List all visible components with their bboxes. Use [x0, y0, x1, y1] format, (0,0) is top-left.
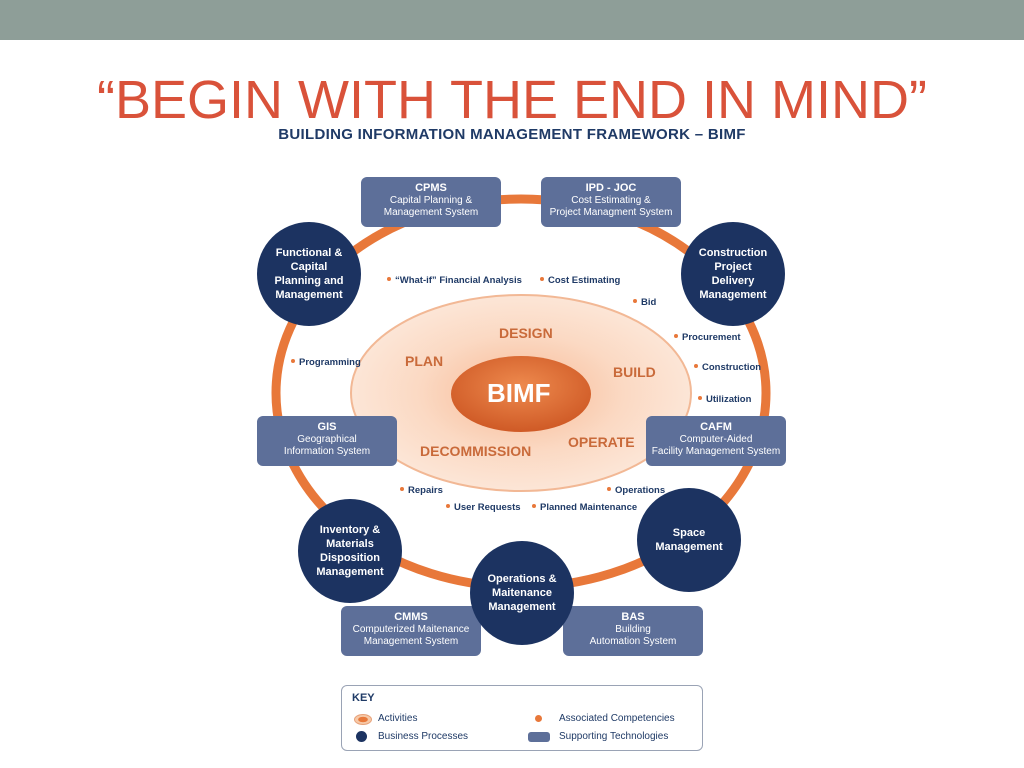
competency-planned-maintenance: Planned Maintenance	[532, 502, 637, 513]
activities-swatch-icon	[354, 714, 372, 725]
competency-dot-icon	[400, 487, 404, 492]
competency-construction-label: Construction	[702, 362, 762, 373]
top-banner	[0, 0, 1024, 40]
competency-dot-icon	[674, 334, 678, 339]
tech-cafm-name: CAFM	[700, 421, 732, 433]
competency-repairs: Repairs	[400, 485, 443, 496]
tech-bas-desc: Building Automation System	[589, 624, 677, 647]
process-inventory-materials-disposition: Inventory & Materials Disposition Manage…	[298, 499, 402, 603]
tech-cafm: CAFM Computer-Aided Facility Management …	[646, 416, 786, 466]
tech-cmms-desc: Computerized Maitenance Management Syste…	[352, 624, 470, 647]
bimf-core	[451, 356, 591, 432]
tech-ipd-joc: IPD - JOC Cost Estimating & Project Mana…	[541, 177, 681, 227]
phase-build: BUILD	[613, 364, 656, 380]
process-construction-project-delivery: Construction Project Delivery Management	[681, 222, 785, 326]
competency-programming-label: Programming	[299, 357, 361, 368]
competency-cost-estimating: Cost Estimating	[540, 275, 620, 286]
legend-competencies: Associated Competencies	[559, 713, 675, 724]
tech-cafm-desc: Computer-Aided Facility Management Syste…	[651, 434, 781, 457]
competency-dot-icon	[633, 299, 637, 304]
phase-plan: PLAN	[405, 353, 444, 369]
competency-operations: Operations	[607, 485, 665, 496]
tech-cpms-desc: Capital Planning & Management System	[383, 195, 479, 218]
competency-dot-icon	[446, 504, 450, 509]
process-swatch-icon	[356, 731, 367, 742]
tech-bas-name: BAS	[621, 611, 645, 623]
tech-cmms-name: CMMS	[394, 611, 428, 623]
competency-user-requests-label: User Requests	[454, 502, 521, 513]
competency-dot-icon	[540, 277, 544, 282]
framework-subtitle: BUILDING INFORMATION MANAGEMENT FRAMEWOR…	[278, 126, 746, 143]
legend-key: KEY Activities Associated Competencies B…	[341, 685, 703, 751]
tech-cpms: CPMS Capital Planning & Management Syste…	[361, 177, 501, 227]
tech-bas: BAS Building Automation System	[563, 606, 703, 656]
process-functional-capital-planning: Functional & Capital Planning and Manage…	[257, 222, 361, 326]
process-space-management: Space Management	[637, 488, 741, 592]
tech-cmms: CMMS Computerized Maitenance Management …	[341, 606, 481, 656]
competency-cost-label: Cost Estimating	[548, 275, 621, 286]
competency-construction: Construction	[694, 362, 761, 373]
competency-planned-maintenance-label: Planned Maintenance	[540, 502, 638, 513]
legend-processes: Business Processes	[378, 731, 469, 742]
competency-dot-icon	[694, 364, 698, 369]
competency-whatif-label: “What-if” Financial Analysis	[395, 275, 522, 286]
competency-procurement: Procurement	[674, 332, 741, 343]
competency-user-requests: User Requests	[446, 502, 521, 513]
tech-gis-name: GIS	[317, 421, 337, 433]
phase-design: DESIGN	[499, 325, 553, 341]
competency-dot-icon	[387, 277, 391, 282]
legend-activities: Activities	[378, 713, 418, 724]
phase-decommission: DECOMMISSION	[420, 443, 532, 459]
competency-bid: Bid	[633, 297, 656, 308]
competency-utilization-label: Utilization	[706, 394, 752, 405]
competency-dot-icon	[532, 504, 536, 509]
legend-title: KEY	[352, 692, 375, 704]
bimf-core-label: BIMF	[487, 378, 551, 408]
competency-procurement-label: Procurement	[682, 332, 741, 343]
tech-gis: GIS Geographical Information System	[257, 416, 397, 466]
competency-repairs-label: Repairs	[408, 485, 443, 496]
competency-dot-icon	[607, 487, 611, 492]
competency-utilization: Utilization	[698, 394, 751, 405]
tech-ipd-joc-desc: Cost Estimating & Project Managment Syst…	[549, 195, 673, 218]
competency-bid-label: Bid	[641, 297, 657, 308]
slide-title: “BEGIN WITH THE END IN MIND”	[97, 70, 927, 130]
competency-swatch-icon	[535, 715, 542, 722]
phase-operate: OPERATE	[568, 434, 635, 450]
process-operations-maintenance: Operations & Maitenance Management	[470, 541, 574, 645]
legend-technologies: Supporting Technologies	[559, 731, 669, 742]
tech-ipd-joc-name: IPD - JOC	[585, 182, 637, 194]
competency-dot-icon	[698, 396, 702, 401]
technology-swatch-icon	[528, 732, 550, 742]
competency-operations-label: Operations	[615, 485, 666, 496]
competency-whatif: “What-if” Financial Analysis	[387, 275, 522, 286]
competency-dot-icon	[291, 359, 295, 364]
competency-programming: Programming	[291, 357, 361, 368]
tech-gis-desc: Geographical Information System	[283, 434, 371, 457]
tech-cpms-name: CPMS	[415, 182, 447, 194]
